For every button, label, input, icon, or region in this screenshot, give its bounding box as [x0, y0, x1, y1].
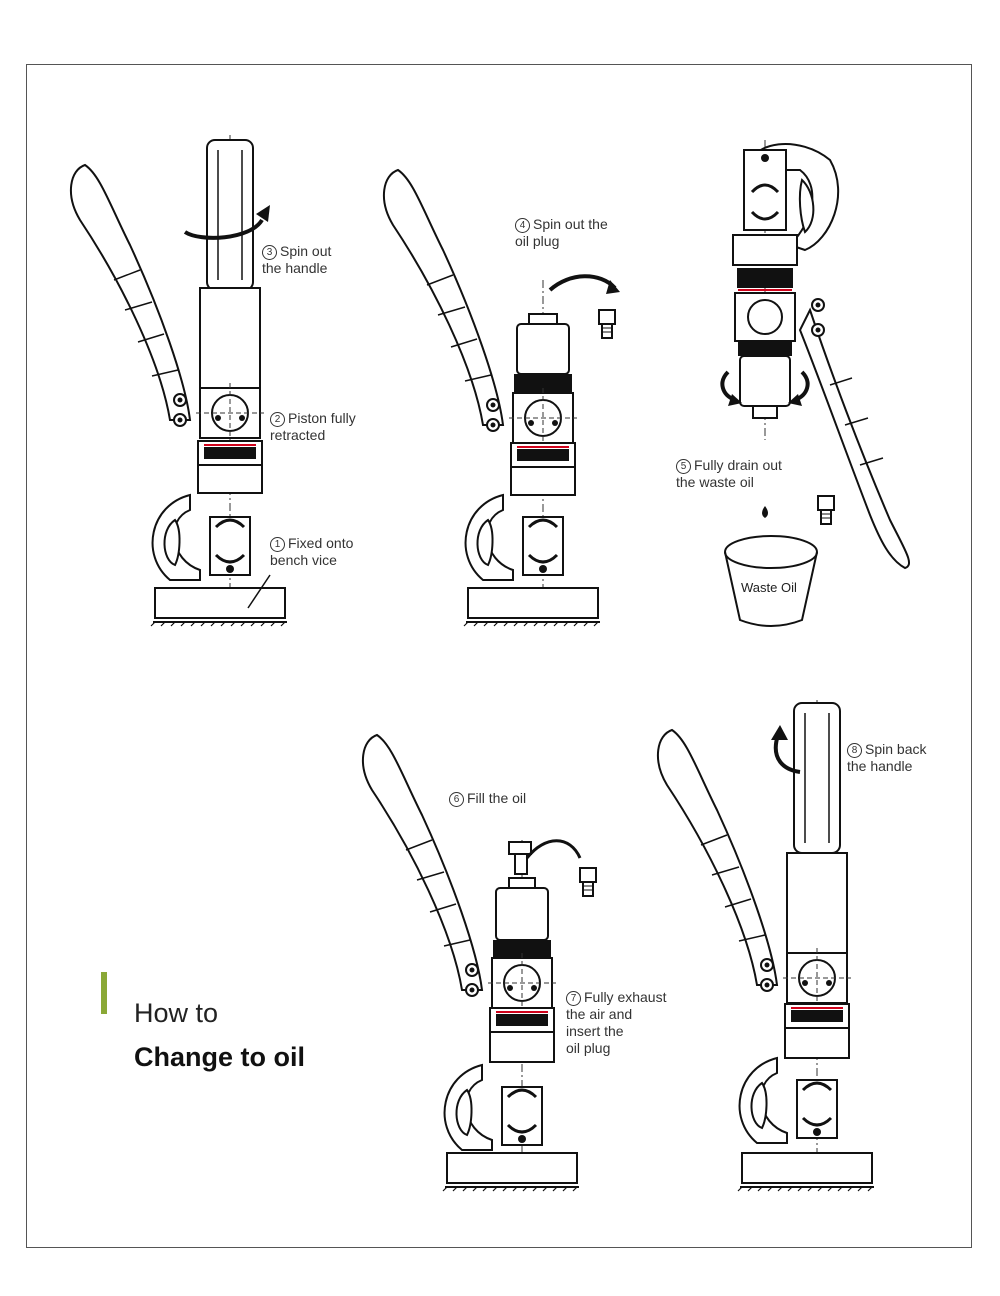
figure-frame	[26, 64, 972, 1248]
tool-step-5	[720, 140, 910, 627]
title-line-2: Change to oil	[134, 1042, 305, 1072]
tool-step-8	[656, 700, 875, 1192]
title-line-1: How to	[134, 998, 219, 1028]
tool-step-4	[382, 169, 622, 627]
tool-step-6-7	[361, 734, 597, 1192]
waste-oil-label: Waste Oil	[741, 580, 797, 595]
tool-step-1-3	[69, 135, 288, 627]
title-accent-bar	[101, 972, 107, 1014]
